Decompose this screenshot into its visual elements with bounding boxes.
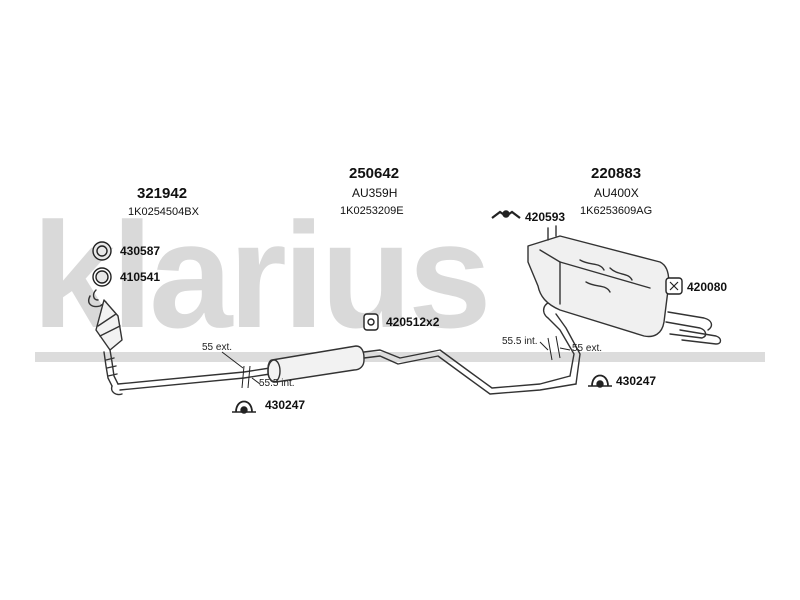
- catalyst-downpipe: [88, 289, 123, 396]
- fitting-label-420512x2: 420512x2: [386, 315, 440, 329]
- rubber-mount-icon-2: [363, 313, 379, 331]
- rubber-mount-icon-1: [665, 277, 683, 295]
- joint-marker-rear: [539, 335, 571, 361]
- part-code-au400x: AU400X: [594, 186, 639, 200]
- dimension-55-ext-front: 55 ext.: [202, 342, 233, 353]
- part-number-220883: 220883: [591, 165, 642, 182]
- fitting-label-410541: 410541: [120, 270, 161, 284]
- hanger-icon-1: [491, 210, 521, 219]
- joint-marker-front: [221, 351, 261, 389]
- fitting-label-430247-front: 430247: [265, 398, 306, 412]
- front-pipe-lower: [119, 373, 271, 391]
- part-number-250642: 250642: [349, 165, 400, 182]
- rear-silencer: [527, 225, 670, 338]
- fitting-label-430587: 430587: [120, 244, 161, 258]
- oe-number-3: 1K6253609AG: [580, 205, 653, 217]
- oe-number-1: 1K0254504BX: [128, 206, 199, 218]
- gasket-ring-icon-2: [92, 267, 112, 287]
- dimension-55-5-int-front: 55.5 int.: [259, 378, 295, 389]
- dimension-55-5-int-rear: 55.5 int.: [502, 336, 538, 347]
- gasket-ring-icon-1: [92, 241, 112, 261]
- part-code-au359h: AU359H: [352, 186, 398, 200]
- clamp-icon-1: [232, 400, 256, 414]
- fitting-label-430247-rear: 430247: [616, 374, 657, 388]
- middle-silencer: [267, 345, 365, 383]
- part-number-321942: 321942: [137, 185, 188, 202]
- mid-pipe-upper: [363, 349, 571, 389]
- tailpipe-3: [679, 329, 722, 345]
- fitting-label-420593: 420593: [525, 210, 566, 224]
- watermark-bar: [35, 352, 765, 362]
- mid-pipe-lower: [363, 355, 577, 395]
- clamp-icon-2: [588, 374, 612, 388]
- oe-number-2: 1K0253209E: [340, 205, 404, 217]
- dimension-55-ext-rear: 55 ext.: [572, 343, 603, 354]
- tailpipe-2: [667, 311, 713, 331]
- front-pipe-upper: [117, 367, 271, 385]
- fitting-label-420080: 420080: [687, 280, 728, 294]
- tailpipe-1: [665, 321, 707, 339]
